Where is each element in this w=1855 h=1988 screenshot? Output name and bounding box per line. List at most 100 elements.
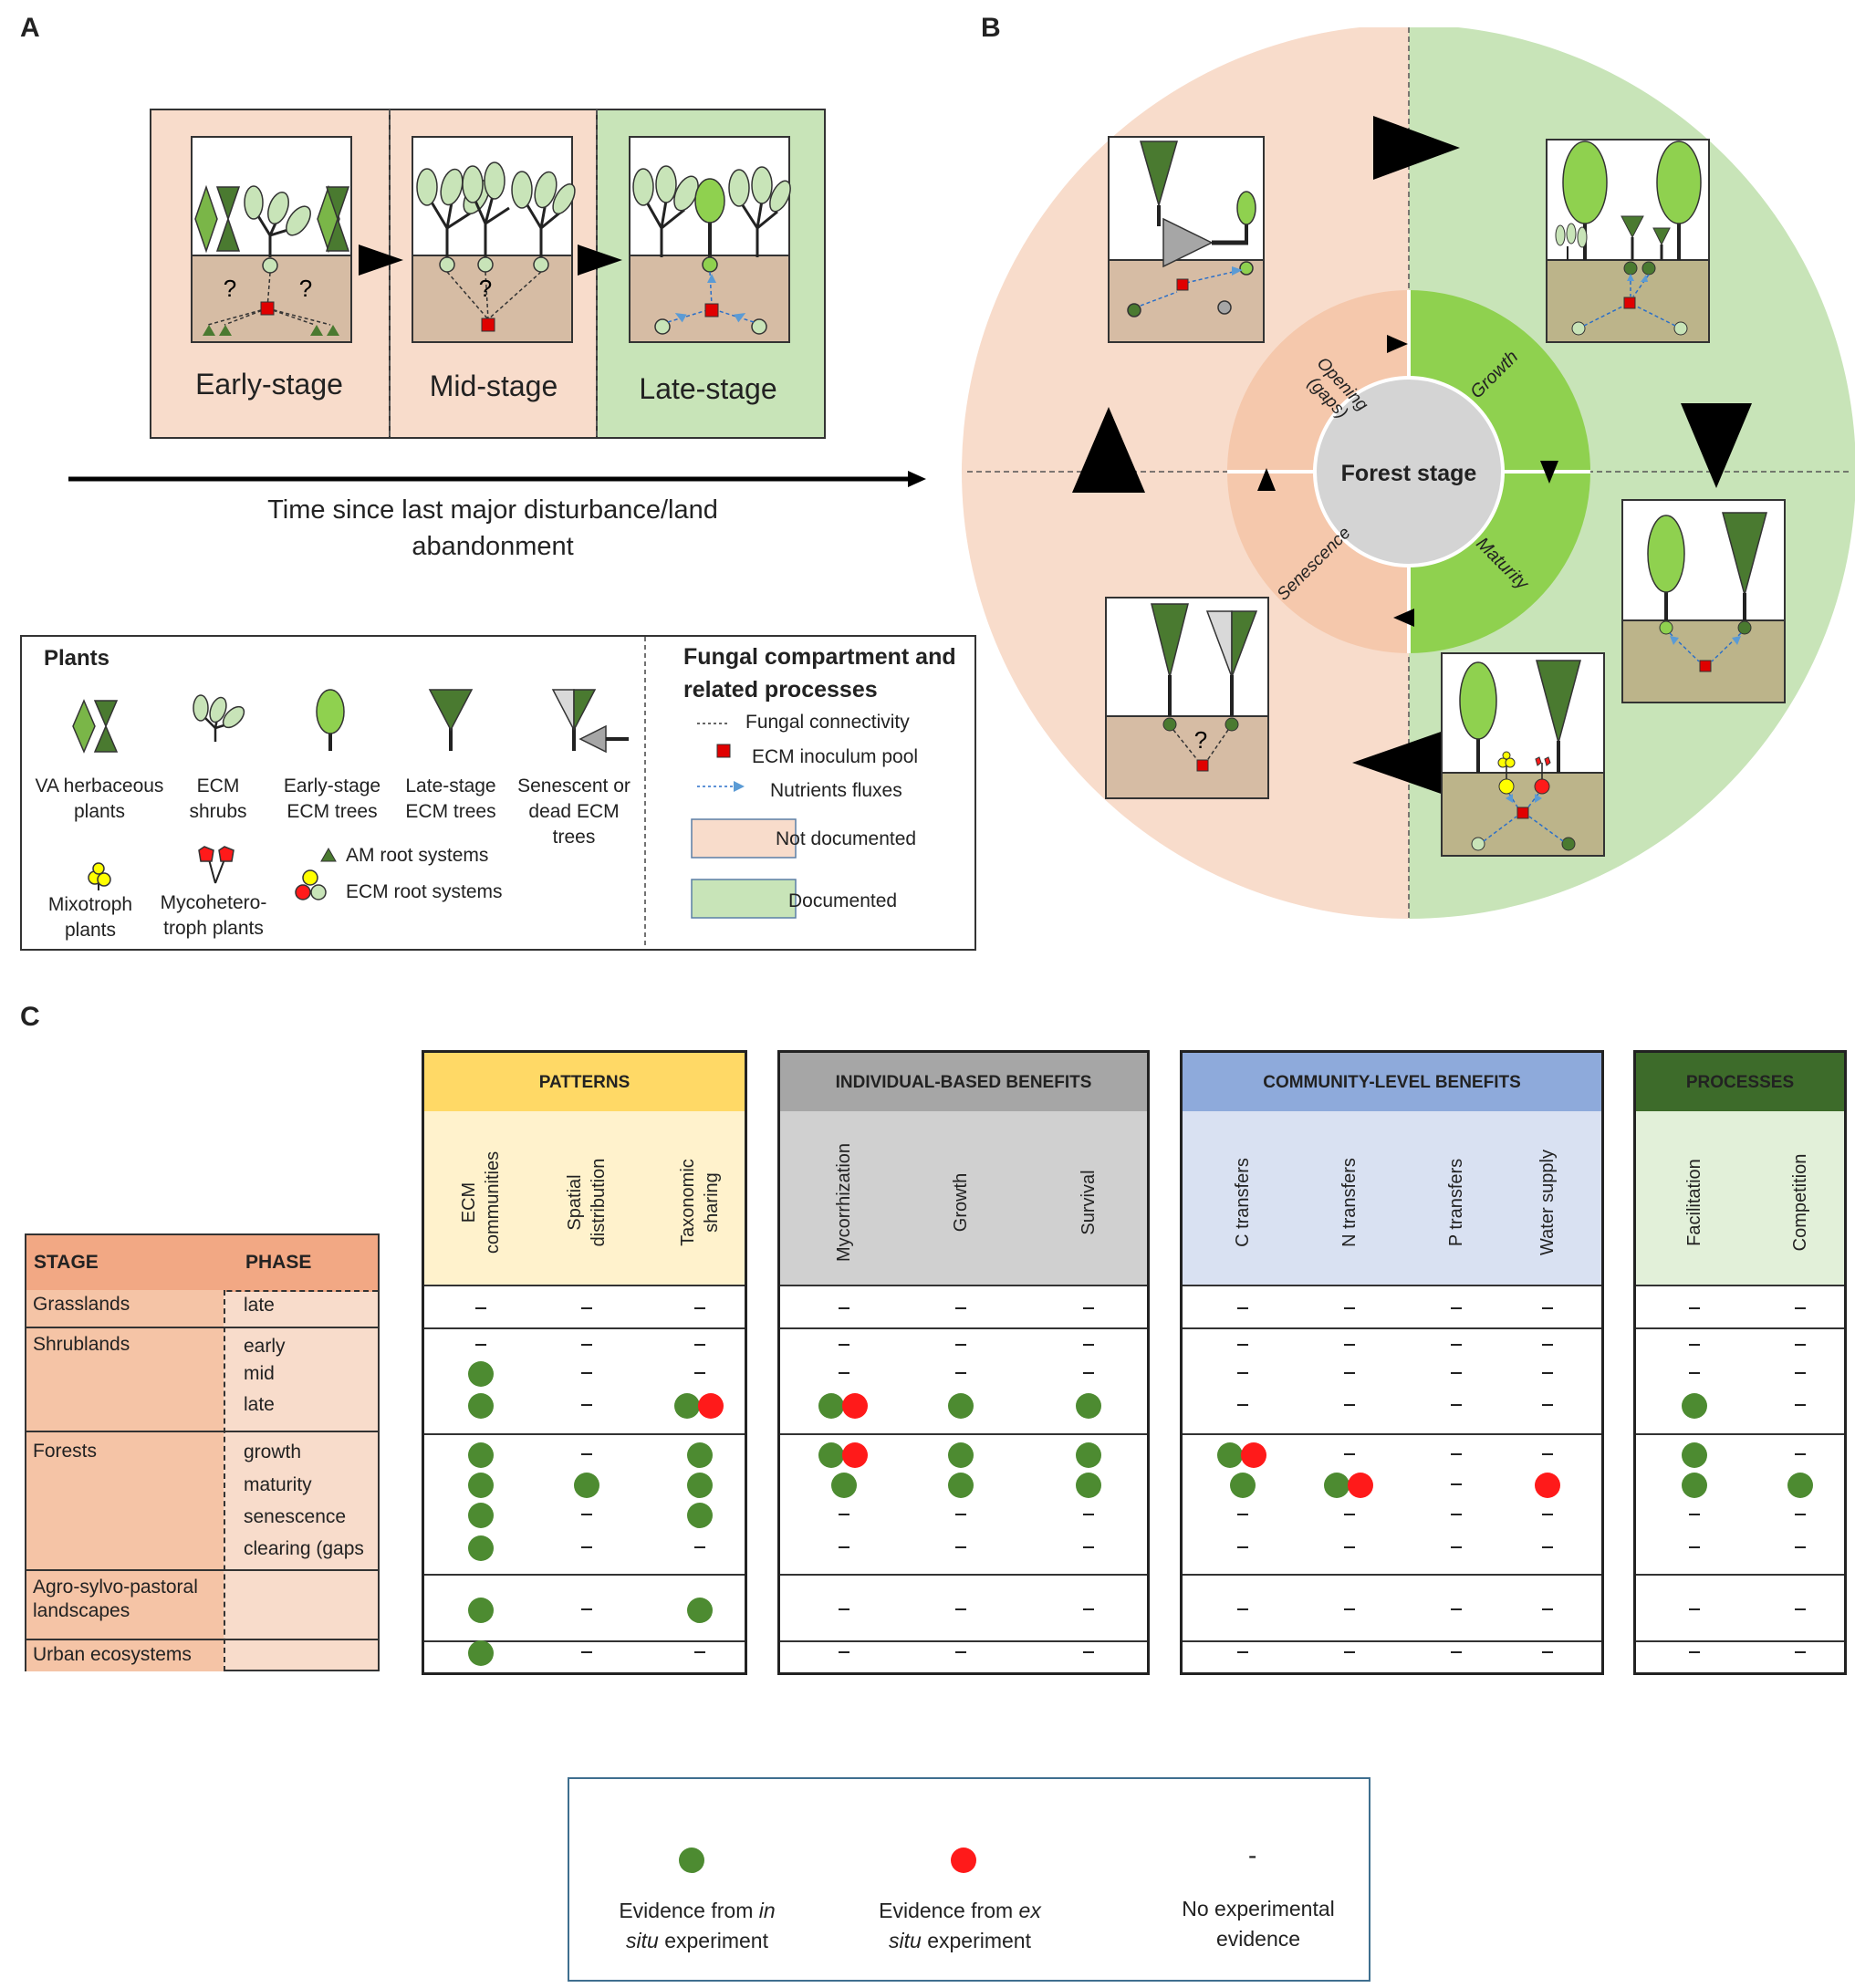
in-situ-evidence-dot [1076, 1393, 1101, 1419]
scene-senescence: ? [1105, 597, 1269, 799]
succession-diagram: ? ? [68, 109, 926, 561]
no-evidence-mark [1451, 1483, 1462, 1485]
phase-forest-maturity: maturity [244, 1474, 312, 1495]
evidence-column-header: Taxonomic sharing [678, 1159, 722, 1246]
legend-ecm-root: ECM root systems [346, 881, 503, 902]
no-evidence-mark [1689, 1307, 1700, 1309]
evidence-column-header: P transfers [1446, 1158, 1466, 1247]
stage-agro-2: landscapes [33, 1600, 130, 1621]
no-evidence-mark [1083, 1307, 1094, 1309]
question-mark-right: ? [299, 275, 312, 302]
ex-situ-evidence-dot [842, 1393, 868, 1419]
no-evidence-mark [1451, 1372, 1462, 1374]
no-evidence-mark [839, 1546, 849, 1548]
legend-am-root: AM root systems [346, 845, 489, 866]
legend-mycoheterotroph: Mycohetero-troph plants [160, 892, 267, 939]
in-situ-evidence-dot [468, 1640, 494, 1666]
no-evidence-mark [1542, 1307, 1553, 1309]
phase-forest-growth: growth [244, 1442, 302, 1462]
in-situ-evidence-dot [1787, 1473, 1813, 1498]
stage-forests: Forests [33, 1441, 98, 1462]
no-evidence-mark [1689, 1344, 1700, 1346]
no-evidence-mark [1237, 1608, 1248, 1610]
mycoheterotroph-icon [198, 846, 234, 884]
no-evidence-mark [1689, 1514, 1700, 1515]
no-evidence-mark [1451, 1514, 1462, 1515]
no-evidence-mark [1795, 1453, 1806, 1455]
no-evidence-mark [581, 1546, 592, 1548]
evidence-group-title: PATTERNS [538, 1073, 630, 1092]
no-evidence-mark [694, 1651, 705, 1653]
no-evidence-mark [1795, 1344, 1806, 1346]
in-situ-evidence-dot [468, 1393, 494, 1419]
forest-stage-center [1313, 376, 1505, 567]
ex-situ-evidence-dot [1348, 1473, 1373, 1498]
evidence-column-header: Growth [951, 1172, 971, 1233]
evidence-column-header: ECM communities [459, 1150, 503, 1254]
evidence-column-header: Facilitation [1684, 1159, 1704, 1246]
no-evidence-mark [1344, 1453, 1355, 1455]
phase-forest-clearing: clearing (gaps [244, 1538, 364, 1559]
forest-stage-label: Forest stage [1341, 461, 1477, 486]
ecm-root-icon [295, 869, 327, 900]
evidence-column-header: Water supply [1537, 1150, 1558, 1255]
early-stage-scene: ? ? [191, 136, 352, 343]
in-situ-evidence-dot [818, 1442, 844, 1468]
no-evidence-mark [839, 1372, 849, 1374]
mixotroph-icon [88, 862, 111, 890]
stage-table: STAGE PHASE Grasslands Shrublands Forest… [25, 1233, 380, 1671]
stage-label-early: Early-stage [195, 368, 343, 401]
in-situ-evidence-dot [948, 1442, 974, 1468]
stage-grasslands: Grasslands [33, 1294, 130, 1315]
no-evidence-mark [955, 1344, 966, 1346]
no-evidence-mark [1237, 1514, 1248, 1515]
question-mark-mid: ? [479, 275, 492, 302]
phase-grasslands-late: late [244, 1295, 275, 1316]
no-evidence-mark [1237, 1651, 1248, 1653]
forest-cycle-diagram: ? Forest stage Opening (gaps) Growth Mat… [962, 27, 1855, 921]
no-evidence-mark [1795, 1404, 1806, 1406]
evidence-column-header: C transfers [1233, 1158, 1253, 1247]
mid-stage-scene: ? [412, 136, 576, 343]
in-situ-evidence-dot [1324, 1473, 1350, 1498]
no-evidence-mark [1237, 1372, 1248, 1374]
no-evidence-mark [1542, 1453, 1553, 1455]
documented-swatch [691, 879, 797, 919]
in-situ-evidence-dot [574, 1473, 599, 1498]
no-evidence-mark [581, 1453, 592, 1455]
stage-label-late: Late-stage [639, 372, 776, 405]
no-evidence-mark [1542, 1608, 1553, 1610]
in-situ-dot [679, 1847, 704, 1873]
no-evidence-mark [955, 1546, 966, 1548]
no-evidence-mark [1344, 1546, 1355, 1548]
stage-urban: Urban ecosystems [33, 1644, 192, 1665]
no-evidence-mark [581, 1651, 592, 1653]
in-situ-evidence-dot [468, 1535, 494, 1561]
inoculum-icon [716, 744, 731, 758]
no-evidence-mark [955, 1514, 966, 1515]
scene-maturity [1621, 499, 1786, 703]
va-herbaceous-icon [72, 699, 96, 754]
evidence-column-header: N transfers [1339, 1158, 1360, 1247]
panel-label-a: A [20, 13, 40, 43]
in-situ-evidence-dot [687, 1598, 713, 1623]
no-evidence-mark [581, 1307, 592, 1309]
legend-fungal-connectivity: Fungal connectivity [745, 712, 910, 733]
stage-agro-1: Agro-sylvo-pastoral [33, 1577, 198, 1598]
not-documented-swatch [691, 818, 797, 859]
no-evidence-mark [581, 1514, 592, 1515]
no-evidence-mark [839, 1608, 849, 1610]
in-situ-evidence-dot [1230, 1473, 1256, 1498]
in-situ-evidence-dot [674, 1393, 700, 1419]
no-evidence-mark [955, 1307, 966, 1309]
no-evidence-mark [1083, 1651, 1094, 1653]
no-evidence-mark [1542, 1344, 1553, 1346]
